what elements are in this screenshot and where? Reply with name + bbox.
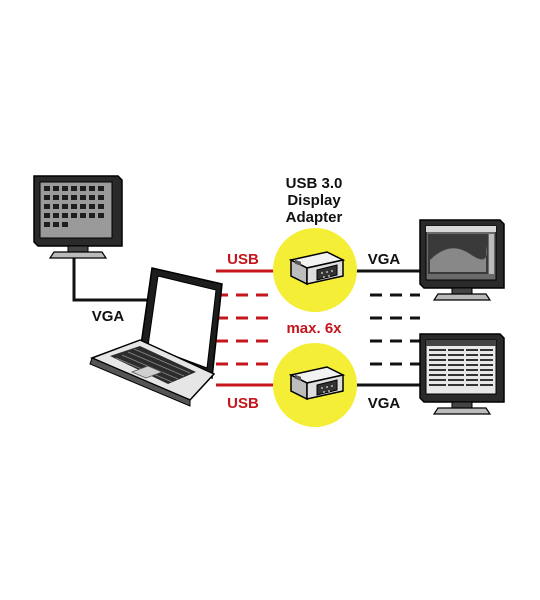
adapter-title-line-3: Adapter (286, 209, 343, 226)
vga-label-top: VGA (368, 251, 401, 268)
vga-label-bottom: VGA (368, 395, 401, 412)
vga-label-left: VGA (92, 308, 125, 325)
monitor-icon (419, 333, 505, 415)
connection-lines (72, 256, 420, 387)
adapter-title-line-1: USB 3.0 (286, 175, 343, 192)
usb-label-bottom: USB (227, 395, 259, 412)
diagram-labels: USB 3.0 Display Adapter VGA USB USB VGA … (92, 175, 401, 412)
laptop-icon (89, 267, 223, 407)
usb-label-top: USB (227, 251, 259, 268)
monitor-icon (33, 175, 123, 259)
max-count-label: max. 6x (286, 320, 342, 337)
monitor-icon (419, 219, 505, 301)
usb-display-adapter-icon (273, 228, 357, 312)
vga-cable-left (72, 256, 150, 302)
usb-display-adapter-icon (273, 343, 357, 427)
adapter-title-line-2: Display (287, 192, 341, 209)
